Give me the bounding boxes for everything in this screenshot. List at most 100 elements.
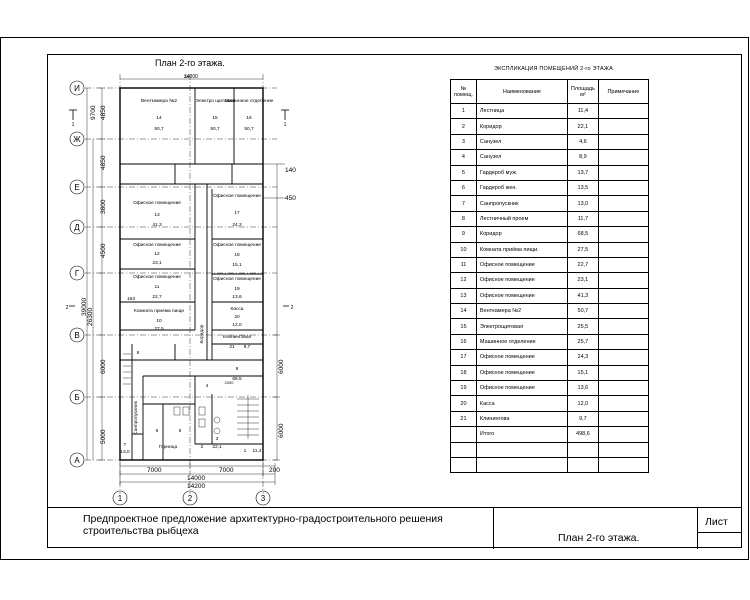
dim-left: 4850 bbox=[100, 155, 107, 170]
axis-row-label: Е bbox=[74, 183, 79, 192]
axis-row-label: Г bbox=[75, 269, 80, 278]
room-label: Комната приема пищи bbox=[134, 308, 184, 314]
dim-left: 5000 bbox=[100, 429, 107, 444]
cell-note bbox=[597, 318, 649, 335]
room-num: 2 bbox=[201, 444, 204, 450]
cell-note bbox=[597, 272, 649, 289]
cell-note bbox=[597, 456, 649, 474]
cell-area: 41,3 bbox=[566, 287, 599, 305]
axis-labels: И Ж Е Д Г В Б А 1 2 3 bbox=[73, 84, 265, 503]
cell-note bbox=[597, 118, 649, 135]
cell-name: Офисное помещение bbox=[475, 256, 568, 274]
drawing-border bbox=[47, 54, 742, 548]
table-row bbox=[450, 441, 649, 458]
cell-area: 24,3 bbox=[566, 349, 599, 366]
axis-row-label: Д bbox=[74, 223, 80, 232]
stairs-right bbox=[237, 395, 259, 439]
cell-area bbox=[566, 441, 599, 458]
cell-note bbox=[597, 210, 649, 228]
cell-num: 4 bbox=[450, 149, 477, 166]
room-area: 13,6 bbox=[232, 294, 242, 300]
cell-name: Электрощитовая bbox=[475, 318, 568, 335]
room-num: 4 bbox=[206, 383, 209, 389]
room-label: Клининговая bbox=[223, 334, 252, 340]
cell-note bbox=[597, 179, 649, 197]
section-mark-label: 2 bbox=[66, 305, 69, 311]
room-area: 22,7 bbox=[152, 294, 162, 300]
room-labels: Венткамера №2 14 50,7 Электро щитовая 15… bbox=[133, 98, 274, 450]
room-area: 27,5 bbox=[154, 326, 164, 332]
divider bbox=[697, 508, 698, 549]
dim-text: 200 bbox=[184, 74, 191, 79]
room-area: 50,7 bbox=[210, 126, 220, 132]
room-num: 7 bbox=[124, 442, 127, 448]
room-label: Офисное помещение bbox=[133, 242, 181, 248]
cell-note bbox=[597, 380, 649, 397]
cell-area: 4,6 bbox=[566, 133, 599, 151]
room-label: Коридор bbox=[199, 324, 205, 343]
room-area: 22,1 bbox=[212, 444, 222, 450]
room-num: 9 bbox=[236, 366, 239, 372]
cell-name: Коридор bbox=[475, 226, 568, 243]
dim-top: 14000 bbox=[184, 74, 198, 80]
room-num: 19 bbox=[234, 286, 240, 292]
cell-area: 8,9 bbox=[566, 149, 599, 166]
section-mark-label: 1 bbox=[72, 122, 75, 128]
cell-num: 17 bbox=[450, 349, 477, 366]
room-area: 50,7 bbox=[154, 126, 164, 132]
cell-num: 2 bbox=[450, 118, 477, 135]
dim-right: 140 bbox=[285, 167, 296, 174]
room-label: Венткамера №2 bbox=[141, 98, 177, 104]
cell-area: 13,0 bbox=[566, 195, 599, 212]
description-line: строительства рыбцеха bbox=[83, 525, 199, 537]
cell-num: 7 bbox=[450, 195, 477, 212]
section-marks bbox=[69, 109, 289, 307]
room-area: 163 bbox=[127, 296, 135, 302]
axis-row-label: В bbox=[74, 331, 79, 340]
small-labels: 163 Коридор 8 4 7 6 5 3 1 13,0 11,4 Санп… bbox=[66, 74, 294, 455]
divider bbox=[697, 532, 742, 533]
cell-num: 9 bbox=[450, 226, 477, 243]
axis-row-label: И bbox=[74, 84, 80, 93]
room-label: Офисное помещение bbox=[133, 274, 181, 280]
dim-left: 4850 bbox=[100, 105, 107, 120]
cell-num: 21 bbox=[450, 410, 477, 428]
section-mark-label: 2 bbox=[291, 305, 294, 311]
dim-bottom-total: 14000 bbox=[187, 475, 205, 482]
cell-area: 50,7 bbox=[566, 303, 599, 320]
room-num: 17 bbox=[234, 210, 240, 216]
cell-name: Венткамера №2 bbox=[475, 303, 568, 320]
room-area: 23,1 bbox=[152, 260, 162, 266]
plan-title: План 2-го этажа. bbox=[155, 58, 225, 68]
cell-area: 23,1 bbox=[566, 272, 599, 289]
room-label: Санпропускник bbox=[133, 400, 139, 435]
room-num: 12 bbox=[154, 251, 160, 257]
cell-note bbox=[597, 241, 649, 258]
title-block: Предпроектное предложение архитектурно-г… bbox=[47, 507, 742, 549]
wc-fixtures bbox=[173, 406, 221, 435]
axis-col-label: 1 bbox=[118, 494, 123, 503]
cell-name: Гардероб муж. bbox=[475, 164, 568, 181]
table-title: ЭКСПЛИКАЦИЯ ПОМЕЩЕНИЙ 2-го ЭТАЖА bbox=[494, 66, 613, 72]
cell-num bbox=[450, 441, 477, 458]
sheet-name: План 2-го этажа. bbox=[558, 532, 640, 544]
room-num: 16 bbox=[246, 115, 252, 121]
axis-row-label: Б bbox=[74, 393, 79, 402]
cell-name: Санпропускник bbox=[475, 195, 568, 212]
dim-right: 450 bbox=[285, 195, 296, 202]
cell-num: 19 bbox=[450, 380, 477, 397]
cell-note bbox=[597, 226, 649, 243]
section-mark-label: 1 bbox=[284, 122, 287, 128]
cell-note bbox=[597, 395, 649, 412]
description-line: Предпроектное предложение архитектурно-г… bbox=[83, 513, 443, 525]
cell-note bbox=[597, 133, 649, 151]
